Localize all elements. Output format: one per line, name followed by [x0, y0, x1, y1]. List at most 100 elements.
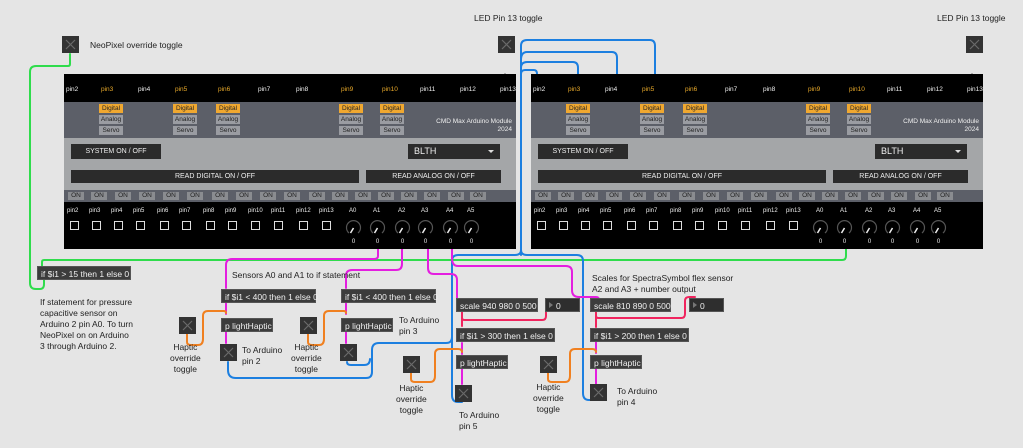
read-digital-button[interactable]: READ DIGITAL ON / OFF — [71, 170, 359, 183]
port-select[interactable]: BLTH — [408, 144, 500, 159]
mode-servo-button[interactable]: Servo — [380, 126, 404, 135]
mode-digital-button[interactable]: Digital — [99, 104, 123, 113]
mode-analog-button[interactable]: Analog — [173, 115, 197, 124]
on-toggle-button[interactable]: ON — [163, 192, 179, 200]
analog-dial[interactable] — [394, 219, 411, 236]
mode-servo-button[interactable]: Servo — [566, 126, 590, 135]
on-toggle-button[interactable]: ON — [535, 192, 551, 200]
system-toggle-button[interactable]: SYSTEM ON / OFF — [71, 144, 161, 159]
mode-digital-button[interactable]: Digital — [683, 104, 707, 113]
on-toggle-button[interactable]: ON — [606, 192, 622, 200]
digital-pin-checkbox[interactable] — [92, 221, 101, 230]
read-digital-button[interactable]: READ DIGITAL ON / OFF — [538, 170, 826, 183]
mode-servo-button[interactable]: Servo — [683, 126, 707, 135]
analog-dial[interactable] — [930, 219, 947, 236]
mode-digital-button[interactable]: Digital — [566, 104, 590, 113]
haptic-override-toggle[interactable] — [300, 317, 317, 334]
analog-dial[interactable] — [417, 219, 434, 236]
digital-pin-checkbox[interactable] — [206, 221, 215, 230]
mode-digital-button[interactable]: Digital — [806, 104, 830, 113]
analog-dial[interactable] — [369, 219, 386, 236]
arduino-pin-toggle[interactable] — [340, 344, 357, 361]
mode-analog-button[interactable]: Analog — [640, 115, 664, 124]
mode-servo-button[interactable]: Servo — [216, 126, 240, 135]
analog-dial[interactable] — [463, 219, 480, 236]
digital-pin-checkbox[interactable] — [114, 221, 123, 230]
on-toggle-button[interactable]: ON — [260, 192, 276, 200]
light-haptic-object[interactable]: p lightHaptic — [590, 355, 642, 369]
on-toggle-button[interactable]: ON — [776, 192, 792, 200]
if-object[interactable]: if $i1 < 400 then 1 else 0 — [221, 289, 318, 303]
on-toggle-button[interactable]: ON — [284, 192, 300, 200]
mode-digital-button[interactable]: Digital — [847, 104, 871, 113]
on-toggle-button[interactable]: ON — [937, 192, 953, 200]
digital-pin-checkbox[interactable] — [299, 221, 308, 230]
analog-dial[interactable] — [812, 219, 829, 236]
on-toggle-button[interactable]: ON — [679, 192, 695, 200]
on-toggle-button[interactable]: ON — [915, 192, 931, 200]
on-toggle-button[interactable]: ON — [236, 192, 252, 200]
number-box[interactable]: 0 — [689, 298, 724, 312]
analog-dial[interactable] — [836, 219, 853, 236]
mode-analog-button[interactable]: Analog — [380, 115, 404, 124]
analog-dial[interactable] — [909, 219, 926, 236]
arduino-pin-toggle[interactable] — [220, 344, 237, 361]
on-toggle-button[interactable]: ON — [309, 192, 325, 200]
arduino-pin-toggle[interactable] — [590, 384, 607, 401]
on-toggle-button[interactable]: ON — [139, 192, 155, 200]
on-toggle-button[interactable]: ON — [751, 192, 767, 200]
on-toggle-button[interactable]: ON — [868, 192, 884, 200]
mode-servo-button[interactable]: Servo — [173, 126, 197, 135]
port-select[interactable]: BLTH — [875, 144, 967, 159]
digital-pin-checkbox[interactable] — [537, 221, 546, 230]
mode-servo-button[interactable]: Servo — [339, 126, 363, 135]
arduino-pin-toggle[interactable] — [455, 385, 472, 402]
on-toggle-button[interactable]: ON — [582, 192, 598, 200]
on-toggle-button[interactable]: ON — [654, 192, 670, 200]
on-toggle-button[interactable]: ON — [822, 192, 838, 200]
on-toggle-button[interactable]: ON — [558, 192, 574, 200]
on-toggle-button[interactable]: ON — [424, 192, 440, 200]
led-pin13-toggle[interactable] — [498, 36, 515, 53]
on-toggle-button[interactable]: ON — [212, 192, 228, 200]
on-toggle-button[interactable]: ON — [332, 192, 348, 200]
mode-digital-button[interactable]: Digital — [216, 104, 240, 113]
on-toggle-button[interactable]: ON — [378, 192, 394, 200]
mode-servo-button[interactable]: Servo — [640, 126, 664, 135]
on-toggle-button[interactable]: ON — [799, 192, 815, 200]
digital-pin-checkbox[interactable] — [695, 221, 704, 230]
mode-digital-button[interactable]: Digital — [339, 104, 363, 113]
on-toggle-button[interactable]: ON — [470, 192, 486, 200]
analog-dial[interactable] — [442, 219, 459, 236]
digital-pin-checkbox[interactable] — [136, 221, 145, 230]
mode-analog-button[interactable]: Analog — [566, 115, 590, 124]
digital-pin-checkbox[interactable] — [70, 221, 79, 230]
on-toggle-button[interactable]: ON — [630, 192, 646, 200]
digital-pin-checkbox[interactable] — [559, 221, 568, 230]
digital-pin-checkbox[interactable] — [160, 221, 169, 230]
on-toggle-button[interactable]: ON — [91, 192, 107, 200]
analog-dial[interactable] — [861, 219, 878, 236]
digital-pin-checkbox[interactable] — [603, 221, 612, 230]
led-pin13-toggle[interactable] — [966, 36, 983, 53]
mode-servo-button[interactable]: Servo — [847, 126, 871, 135]
mode-analog-button[interactable]: Analog — [216, 115, 240, 124]
mode-analog-button[interactable]: Analog — [339, 115, 363, 124]
read-analog-button[interactable]: READ ANALOG ON / OFF — [833, 170, 968, 183]
on-toggle-button[interactable]: ON — [891, 192, 907, 200]
on-toggle-button[interactable]: ON — [727, 192, 743, 200]
if-object[interactable]: if $i1 < 400 then 1 else 0 — [341, 289, 438, 303]
number-box[interactable]: 0 — [545, 298, 580, 312]
digital-pin-checkbox[interactable] — [766, 221, 775, 230]
digital-pin-checkbox[interactable] — [718, 221, 727, 230]
digital-pin-checkbox[interactable] — [251, 221, 260, 230]
neopixel-override-toggle[interactable] — [62, 36, 79, 53]
digital-pin-checkbox[interactable] — [182, 221, 191, 230]
light-haptic-object[interactable]: p lightHaptic — [456, 355, 508, 369]
on-toggle-button[interactable]: ON — [448, 192, 464, 200]
light-haptic-object[interactable]: p lightHaptic — [221, 318, 273, 332]
digital-pin-checkbox[interactable] — [649, 221, 658, 230]
mode-servo-button[interactable]: Servo — [99, 126, 123, 135]
read-analog-button[interactable]: READ ANALOG ON / OFF — [366, 170, 501, 183]
on-toggle-button[interactable]: ON — [115, 192, 131, 200]
